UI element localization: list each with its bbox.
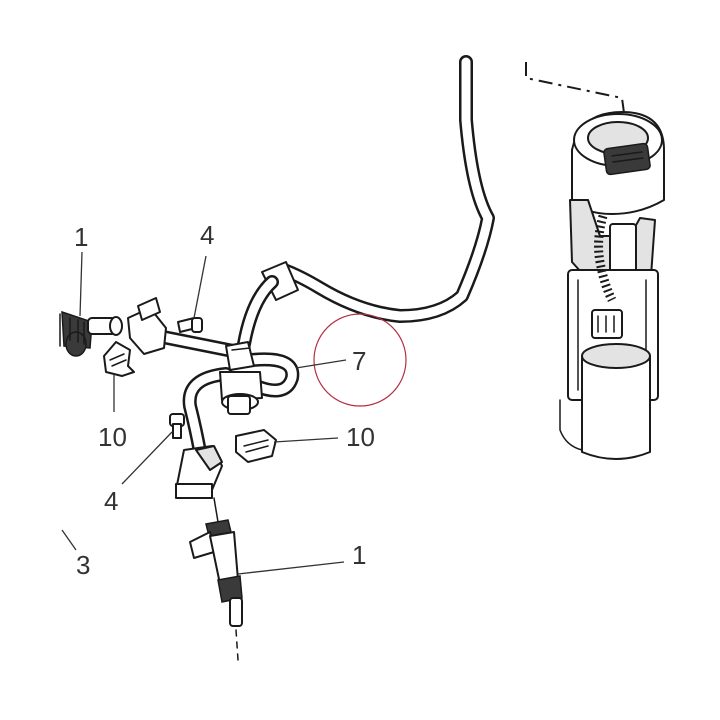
fuel-line-assembly (127, 55, 495, 459)
callout-10-left: 10 (98, 422, 127, 452)
bolt-bottom (169, 413, 185, 439)
leader-1-top (79, 251, 83, 317)
injector-top-left (59, 310, 123, 357)
bolt-top (177, 317, 203, 333)
injector-bottom (189, 497, 243, 661)
leader-4-top (193, 255, 207, 319)
callout-3: 3 (76, 550, 90, 580)
callout-7: 7 (352, 346, 366, 376)
clip-left (103, 341, 135, 377)
fuel-pump-module (525, 62, 665, 460)
leader-7 (295, 359, 347, 369)
injector-bracket (175, 445, 223, 499)
leader-4-bottom (121, 431, 173, 485)
callout-1-bottom: 1 (352, 540, 366, 570)
highlight-circle (313, 313, 407, 407)
callout-4-top: 4 (200, 220, 214, 250)
callout-1-top: 1 (74, 222, 88, 252)
leader-3 (61, 529, 77, 551)
callout-10-right: 10 (346, 422, 375, 452)
clip-right (235, 429, 277, 463)
leader-1-bottom (237, 561, 345, 575)
callout-4-bottom: 4 (104, 486, 118, 516)
leader-10-right (273, 437, 339, 443)
